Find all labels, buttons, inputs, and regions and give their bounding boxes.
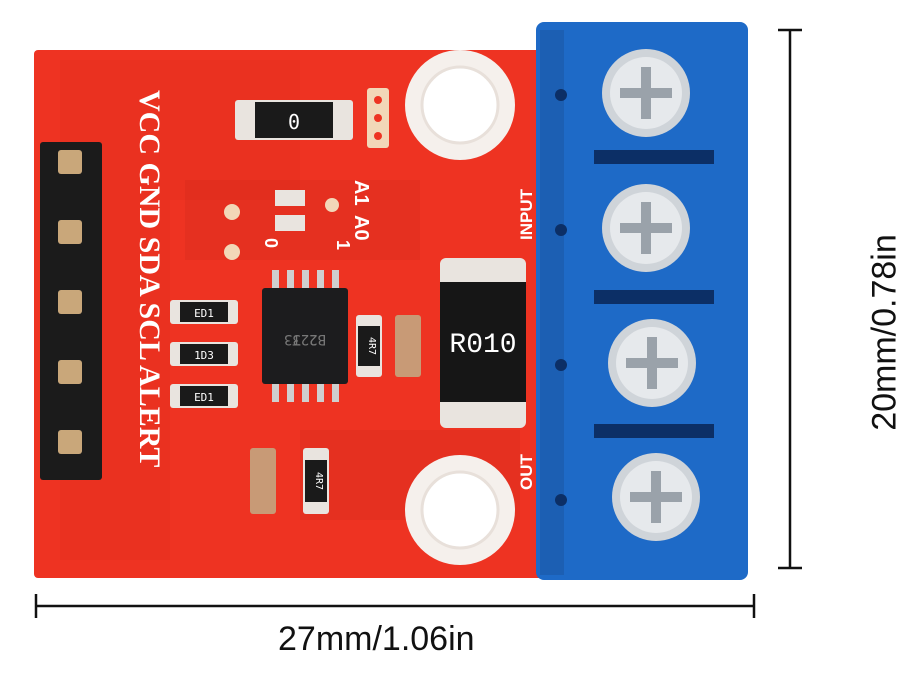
ic-marking-line2: 223 [292,331,317,347]
shunt-resistor: R010 [440,258,526,428]
smd-code: 4R7 [366,337,377,355]
header-pin [58,290,82,314]
mounting-hole-bottom [405,455,515,565]
header-pin [58,360,82,384]
addr-one-label: 1 [333,240,353,250]
terminal-screw [602,49,690,137]
smd-component: 1D3 [170,342,238,366]
height-dimension-line [778,28,802,570]
smd-capacitor [250,448,276,514]
smd-component: ED1 [170,300,238,324]
smd-resistor: 4R7 [303,448,329,514]
top-resistor-code: 0 [288,110,300,134]
address-pads [367,88,389,148]
top-resistor: 0 [235,100,353,140]
jumper-pad [275,215,305,231]
ic-marking-line1: B2 T3 [284,331,326,347]
addr-zero-label: 0 [261,238,281,248]
shunt-value: R010 [449,330,516,361]
smd-resistor: 4R7 [356,315,382,377]
smd-component: ED1 [170,384,238,408]
width-dimension-line [34,594,756,618]
smd-code: ED1 [194,307,214,320]
smd-capacitor [395,315,421,377]
via [224,244,240,260]
pin-header [40,142,102,480]
smd-code: 4R7 [313,472,324,490]
smd-code: 1D3 [194,349,214,362]
terminal-screw [602,184,690,272]
header-pin [58,220,82,244]
silkscreen-pin-labels: VCC GND SDA SCL ALERT [133,90,166,467]
header-pin [58,150,82,174]
terminal-screw [612,453,700,541]
ground-pour [60,60,300,560]
jumper-pad [275,190,305,206]
via [325,198,339,212]
a1-label: A1 [350,180,372,206]
width-dimension-label: 27mm/1.06in [278,620,475,658]
terminal-screw [608,319,696,407]
output-label: OUT [517,454,536,491]
input-label: INPUT [517,188,536,240]
via [224,204,240,220]
smd-code: ED1 [194,391,214,404]
header-pin [58,430,82,454]
ina226-chip: B2 T3 223 [262,270,348,402]
screw-terminal-block [536,22,748,580]
a0-label: A0 [350,215,372,241]
height-dimension-label: 20mm/0.78in [865,234,899,431]
mounting-hole-top [405,50,515,160]
